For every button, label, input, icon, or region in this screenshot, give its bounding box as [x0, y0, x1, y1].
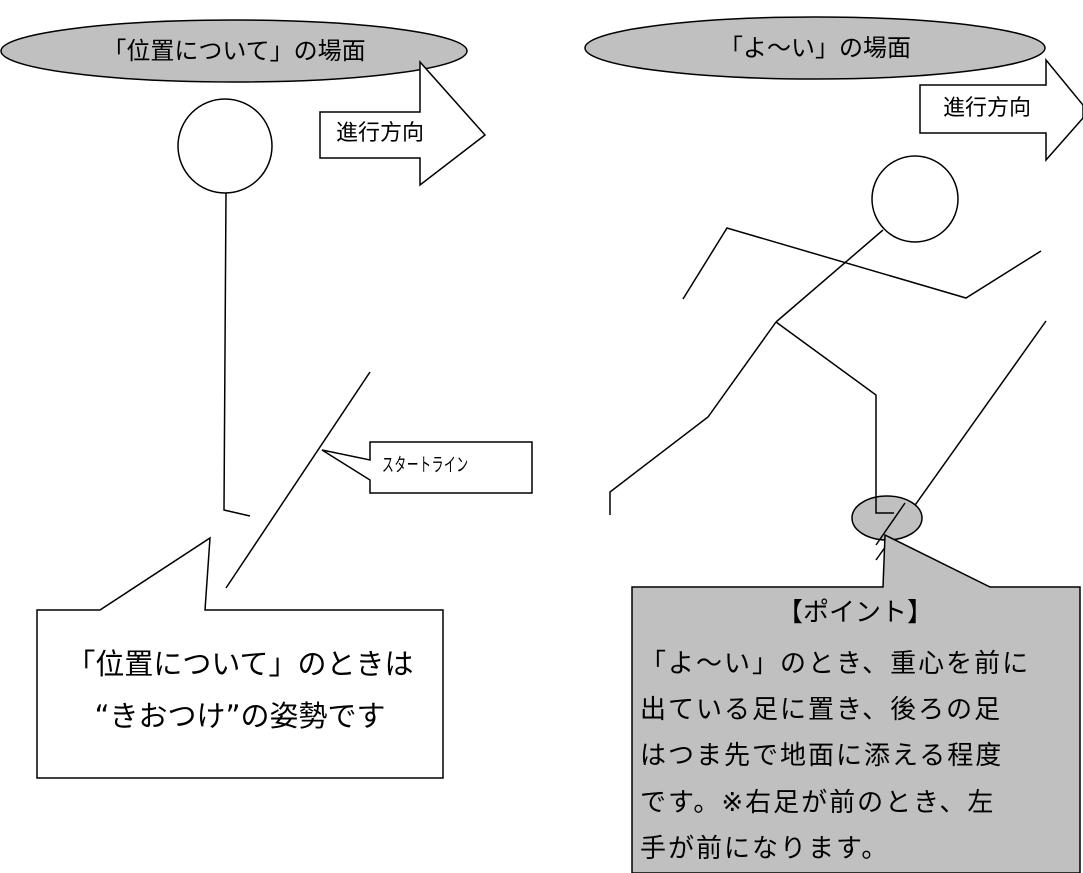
foot-highlight-crossline: [875, 502, 906, 546]
running-figure-head: [871, 155, 959, 243]
running-stick-figure: [609, 155, 1047, 561]
right-title-ellipse: [584, 16, 1046, 80]
running-figure-leg-back: [609, 321, 777, 515]
standing-stick-figure: [177, 98, 273, 517]
start-line-label-box: [321, 441, 533, 494]
left-callout-line-1: 「位置について」のときは: [66, 647, 414, 681]
foot-highlight-ellipse: [851, 495, 923, 541]
point-callout-bubble: [631, 533, 1081, 873]
point-line-1: 「よ～い」のとき、重心を前に: [640, 649, 1031, 679]
left-scene-title: 「位置について」の場面: [102, 37, 366, 65]
left-callout-bubble: [36, 536, 444, 779]
start-line-label: スタートライン: [382, 454, 469, 476]
running-figure-torso: [775, 229, 884, 323]
left-title-ellipse: [0, 19, 468, 83]
point-line-3: はつま先で地面に添える程度: [640, 741, 1004, 771]
point-line-5: 手が前になります。: [640, 834, 890, 864]
standing-figure-head: [177, 98, 273, 194]
point-line-4: です。※右足が前のとき、左: [640, 788, 996, 818]
left-callout-line-2: “きおつけ”の姿勢です: [94, 699, 386, 733]
right-direction-arrow: [919, 57, 1083, 162]
point-line-2: 出ている足に置き、後ろの足: [640, 695, 1003, 725]
point-heading: 【ポイント】: [776, 598, 933, 628]
left-direction-arrow: [319, 60, 487, 187]
left-direction-label: 進行方向: [336, 121, 425, 146]
foot-highlight-detail: [875, 497, 894, 514]
right-direction-label: 進行方向: [943, 96, 1032, 121]
standing-figure-body: [223, 192, 251, 517]
running-figure-leg-front: [775, 321, 893, 513]
right-scene-title: 「よ～い」の場面: [719, 34, 911, 62]
running-figure-arm-back: [682, 227, 1042, 300]
start-line: [225, 371, 371, 589]
